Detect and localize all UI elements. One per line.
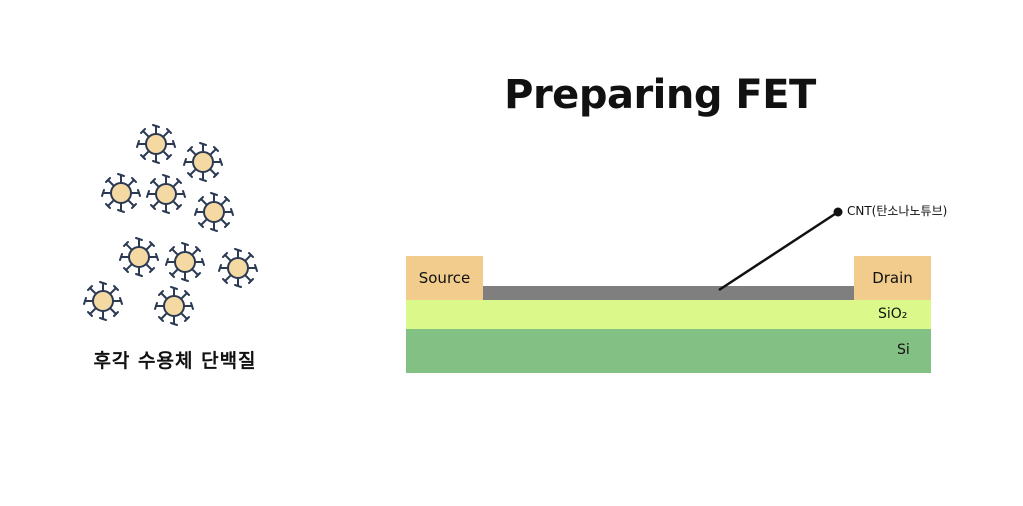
cnt-channel xyxy=(483,286,854,300)
diagram-title: Preparing FET xyxy=(504,72,816,118)
drain-electrode: Drain xyxy=(854,256,931,300)
si-substrate xyxy=(406,329,931,373)
drain-label: Drain xyxy=(872,269,913,287)
source-label: Source xyxy=(418,269,471,287)
source-electrode: Source xyxy=(406,256,483,300)
sio2-layer xyxy=(406,300,931,329)
callout-dot xyxy=(833,207,843,217)
sio2-label: SiO₂ xyxy=(878,306,908,322)
cnt-label: CNT(탄소나노튜브) xyxy=(847,204,948,218)
protein-caption: 후각 수용체 단백질 xyxy=(93,350,257,372)
callout-line xyxy=(718,210,839,292)
si-label: Si xyxy=(897,342,910,358)
